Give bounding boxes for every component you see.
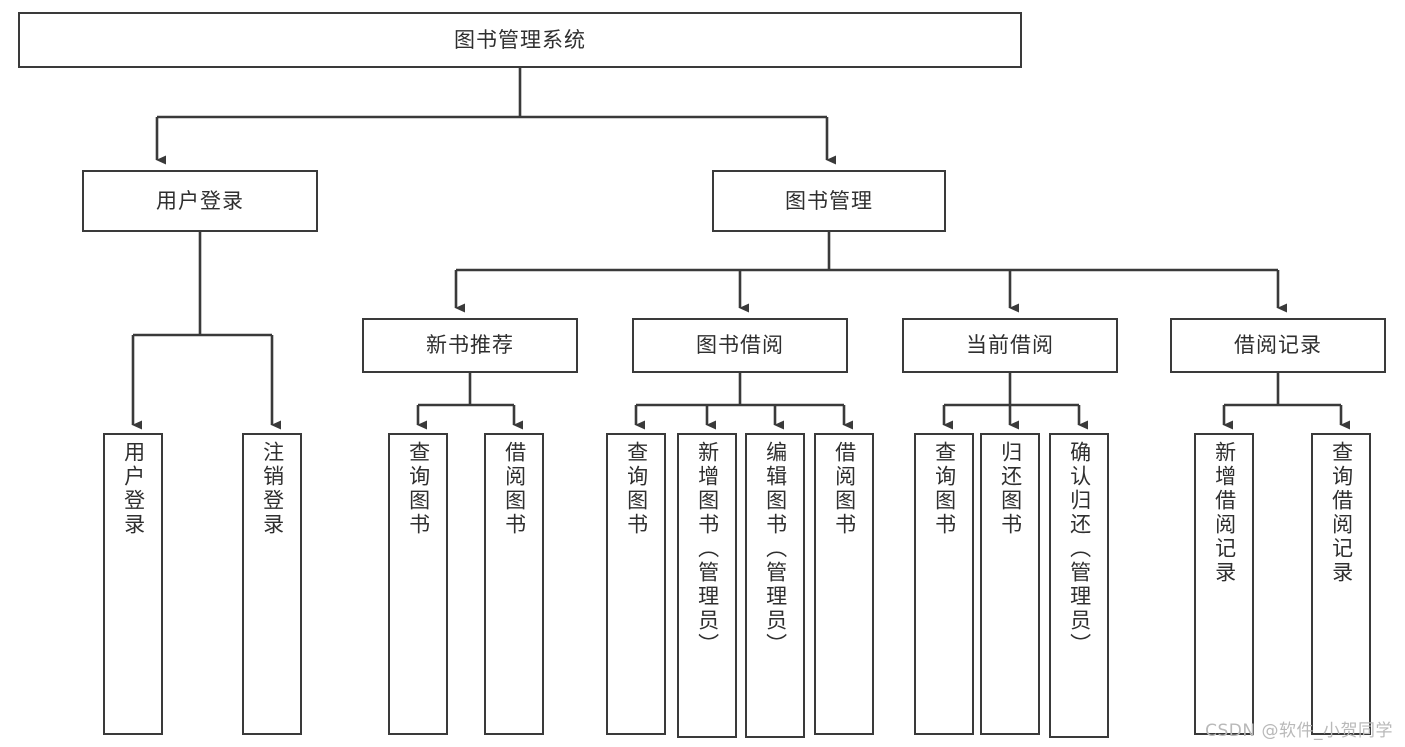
node-current-borrow[interactable]: 当前借阅 xyxy=(902,318,1118,373)
leaf-current-borrow-confirm-return-admin[interactable]: 确认归还（管理员） xyxy=(1049,433,1109,738)
node-label: 图书管理系统 xyxy=(454,27,586,52)
node-label: 借阅记录 xyxy=(1234,333,1322,358)
node-label: 查询借阅记录 xyxy=(1329,441,1354,585)
node-root-book-management-system[interactable]: 图书管理系统 xyxy=(18,12,1022,68)
node-book-borrow[interactable]: 图书借阅 xyxy=(632,318,848,373)
node-label: 借阅图书 xyxy=(832,441,857,537)
node-label: 用户登录 xyxy=(121,441,146,537)
node-borrow-record[interactable]: 借阅记录 xyxy=(1170,318,1386,373)
leaf-user-login-login[interactable]: 用户登录 xyxy=(103,433,163,735)
node-label: 编辑图书（管理员） xyxy=(763,441,788,657)
leaf-current-borrow-query-book[interactable]: 查询图书 xyxy=(914,433,974,735)
node-label: 查询图书 xyxy=(624,441,649,537)
node-user-login[interactable]: 用户登录 xyxy=(82,170,318,232)
node-label: 用户登录 xyxy=(156,188,244,213)
watermark: CSDN @软件_小贺同学 xyxy=(1205,721,1393,741)
node-label: 借阅图书 xyxy=(502,441,527,537)
node-label: 确认归还（管理员） xyxy=(1067,441,1092,657)
node-book-management[interactable]: 图书管理 xyxy=(712,170,946,232)
node-new-book-recommend[interactable]: 新书推荐 xyxy=(362,318,578,373)
node-label: 新增借阅记录 xyxy=(1212,441,1237,585)
node-label: 图书借阅 xyxy=(696,333,784,358)
leaf-new-book-borrow-book[interactable]: 借阅图书 xyxy=(484,433,544,735)
node-label: 当前借阅 xyxy=(966,333,1054,358)
leaf-book-borrow-edit-book-admin[interactable]: 编辑图书（管理员） xyxy=(745,433,805,738)
node-label: 新增图书（管理员） xyxy=(695,441,720,657)
leaf-book-borrow-borrow-book[interactable]: 借阅图书 xyxy=(814,433,874,735)
leaf-current-borrow-return-book[interactable]: 归还图书 xyxy=(980,433,1040,735)
node-label: 归还图书 xyxy=(998,441,1023,537)
leaf-borrow-record-add-record[interactable]: 新增借阅记录 xyxy=(1194,433,1254,735)
leaf-borrow-record-query-record[interactable]: 查询借阅记录 xyxy=(1311,433,1371,735)
node-label: 注销登录 xyxy=(260,441,285,537)
leaf-book-borrow-add-book-admin[interactable]: 新增图书（管理员） xyxy=(677,433,737,738)
leaf-user-login-logout[interactable]: 注销登录 xyxy=(242,433,302,735)
node-label: 新书推荐 xyxy=(426,333,514,358)
node-label: 图书管理 xyxy=(785,188,873,213)
node-label: 查询图书 xyxy=(406,441,431,537)
node-label: 查询图书 xyxy=(932,441,957,537)
leaf-new-book-query-book[interactable]: 查询图书 xyxy=(388,433,448,735)
leaf-book-borrow-query-book[interactable]: 查询图书 xyxy=(606,433,666,735)
